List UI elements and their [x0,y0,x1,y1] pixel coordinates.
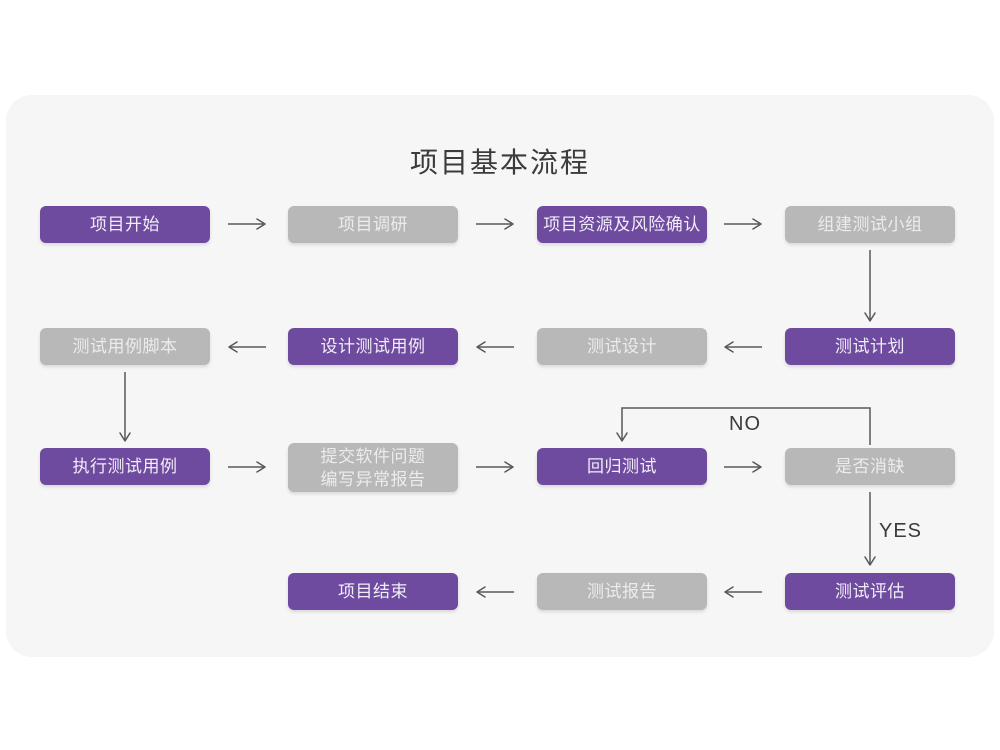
branch-label-yes: YES [879,520,923,542]
node-resources-risk-confirm: 项目资源及风险确认 [537,206,707,243]
diagram-title: 项目基本流程 [409,147,590,178]
node-submit-issue-report: 提交软件问题 编写异常报告 [288,443,458,492]
node-test-design: 测试设计 [537,328,707,365]
node-test-evaluation: 测试评估 [785,573,955,610]
node-execute-test-cases: 执行测试用例 [40,448,210,485]
node-test-report: 测试报告 [537,573,707,610]
node-defect-cleared: 是否消缺 [785,448,955,485]
node-form-test-team: 组建测试小组 [785,206,955,243]
branch-label-no: NO [729,413,761,435]
node-test-case-script: 测试用例脚本 [40,328,210,365]
node-regression-test: 回归测试 [537,448,707,485]
flowchart-card [6,95,994,657]
node-project-research: 项目调研 [288,206,458,243]
node-test-plan: 测试计划 [785,328,955,365]
node-project-start: 项目开始 [40,206,210,243]
node-design-test-cases: 设计测试用例 [288,328,458,365]
node-project-end: 项目结束 [288,573,458,610]
